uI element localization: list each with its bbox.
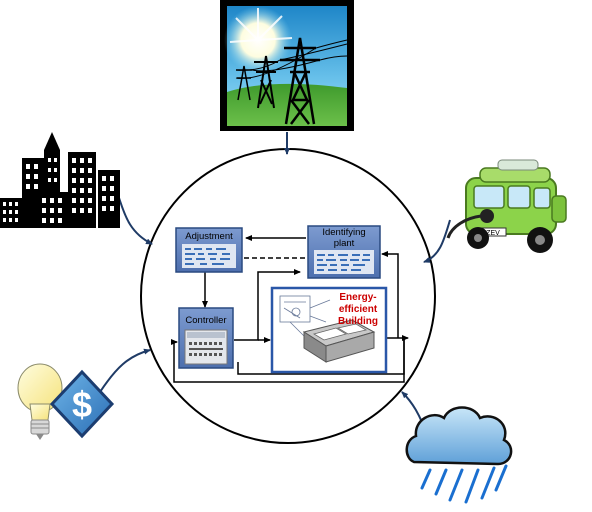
identifying-plant-label-line1: Identifying (322, 227, 365, 238)
controller-label: Controller (185, 315, 226, 326)
adjustment-label: Adjustment (185, 231, 233, 242)
arrow-output-to-identify (381, 251, 399, 338)
building-label-line2: efficient (339, 304, 378, 315)
feedback-line-inner (237, 338, 405, 375)
arrow-city-to-system (117, 194, 153, 245)
energy-efficient-building-block: Energy- efficient Building (270, 286, 388, 374)
rain-cloud-icon (405, 406, 513, 504)
light-bulb-dollar-icon: $ (17, 363, 115, 440)
building-label-line3: Building (338, 316, 378, 327)
arrow-price-to-system (99, 348, 151, 393)
building-label-line1: Energy- (339, 292, 376, 303)
car-plate-text: ZEV (486, 230, 500, 237)
city-buildings-icon (0, 132, 120, 228)
arrow-controller-to-identify (234, 269, 301, 341)
electric-car-charging-icon: ZEV (446, 159, 567, 253)
identifying-plant-label-line2: plant (334, 238, 355, 249)
internal-connections (171, 235, 409, 383)
svg-text:$: $ (72, 384, 92, 425)
controller-block: Controller (178, 307, 234, 369)
arrow-car-to-system (423, 219, 451, 263)
adjustment-block: Adjustment (175, 227, 243, 273)
identifying-plant-block: Identifying plant (307, 225, 381, 279)
power-transmission-tower-icon (220, 0, 354, 131)
